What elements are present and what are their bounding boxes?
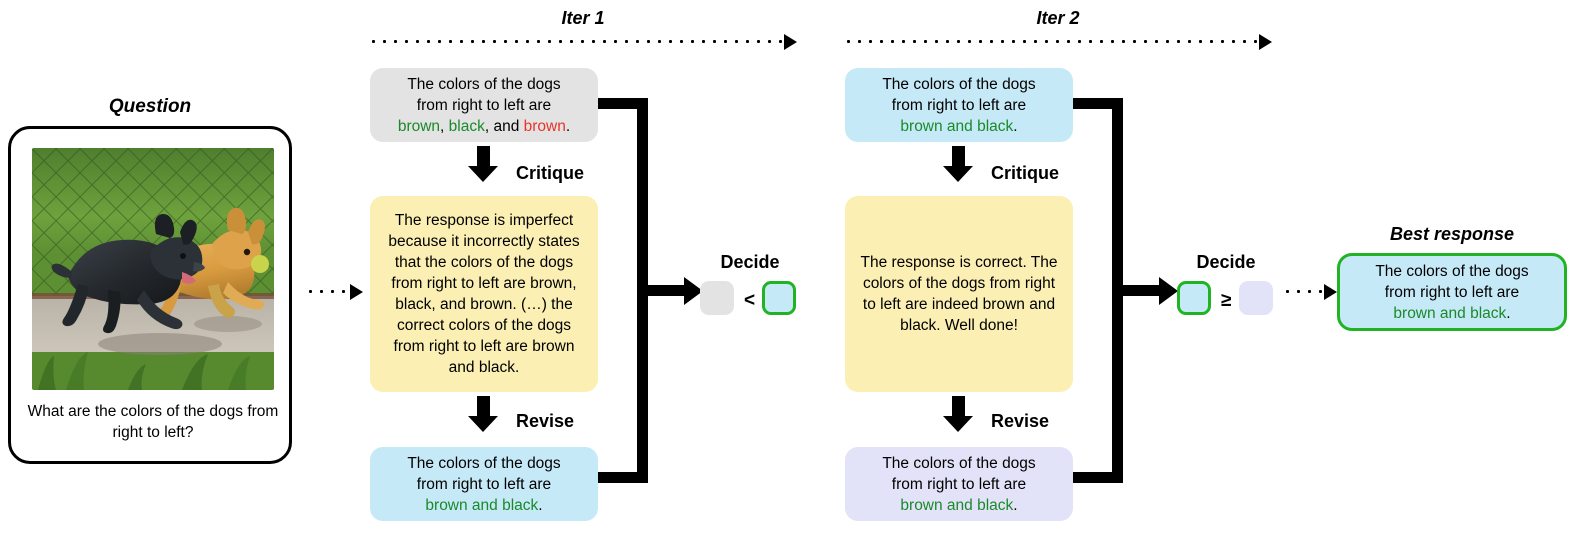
iter-1-decide-operator: <: [744, 290, 756, 311]
decide-to-best-arrow: [1282, 284, 1337, 300]
response-line-2: from right to left are: [891, 96, 1027, 114]
iter-1-initial-response: The colors of the dogs from right to lef…: [370, 68, 598, 142]
iter-2-label: Iter 2: [1036, 8, 1080, 28]
revision-line-1: The colors of the dogs: [882, 454, 1036, 472]
iter-1-decide-label: Decide: [720, 252, 780, 272]
question-card: What are the colors of the dogs from rig…: [8, 126, 292, 464]
dotted-rail: [843, 40, 1257, 43]
iter-2-decide-left-chip: [1177, 281, 1211, 315]
response-token-period: .: [565, 117, 571, 135]
arrowhead-icon: [468, 416, 498, 432]
revision-token-period: .: [1013, 496, 1018, 514]
revision-token-answer: brown and black: [900, 496, 1014, 514]
dogs-running-photo: [32, 148, 274, 390]
best-line-2: from right to left are: [1384, 283, 1520, 301]
bracket-out-shaft: [648, 285, 686, 296]
best-line-1: The colors of the dogs: [1375, 262, 1529, 280]
response-token-sep-2: , and: [484, 117, 524, 135]
iter-2-critique-label: Critique: [991, 163, 1060, 183]
response-token-answer: brown and black: [900, 117, 1014, 135]
revision-token-answer: brown and black: [425, 496, 539, 514]
best-response-title: Best response: [1389, 224, 1515, 244]
iter-1-label: Iter 1: [561, 8, 605, 28]
response-line-1: The colors of the dogs: [407, 75, 561, 93]
dotted-rail: [368, 40, 782, 43]
arrowhead-icon: [468, 166, 498, 182]
response-line-2: from right to left are: [416, 96, 552, 114]
iter-2-initial-response: The colors of the dogs from right to lef…: [845, 68, 1073, 142]
dotted-line: [1282, 290, 1327, 293]
arrow-shaft: [477, 146, 490, 168]
response-token-brown-1: brown: [397, 117, 441, 135]
iter-2-critique-bubble: The response is correct. The colors of t…: [845, 196, 1073, 392]
iter-2-revised-response: The colors of the dogs from right to lef…: [845, 447, 1073, 521]
iter-1-revised-response: The colors of the dogs from right to lef…: [370, 447, 598, 521]
bracket-spine: [1112, 98, 1123, 483]
iter-2-decide-right-chip: [1239, 281, 1273, 315]
revision-line-2: from right to left are: [891, 475, 1027, 493]
response-token-brown-2: brown: [523, 117, 566, 135]
revision-token-period: .: [538, 496, 543, 514]
response-token-black: black: [448, 117, 485, 135]
iter-1-rail: [368, 34, 797, 50]
arrowhead-icon: [943, 416, 973, 432]
arrowhead-icon: [1324, 284, 1337, 300]
bracket-bottom-arm: [598, 472, 648, 483]
question-image: [32, 148, 274, 390]
arrowhead-icon: [1259, 34, 1272, 50]
best-token-answer: brown and black: [1393, 304, 1507, 322]
bracket-top-arm: [1073, 98, 1123, 109]
bracket-spine: [637, 98, 648, 483]
arrowhead-icon: [350, 284, 363, 300]
iter-1-revise-label: Revise: [516, 411, 575, 431]
iter-1-critique-bubble: The response is imperfect because it inc…: [370, 196, 598, 392]
arrow-shaft: [952, 396, 965, 418]
bracket-bottom-arm: [1073, 472, 1123, 483]
question-text: What are the colors of the dogs from rig…: [27, 403, 279, 441]
iter-2-rail: [843, 34, 1272, 50]
arrowhead-icon: [784, 34, 797, 50]
arrowhead-icon: [943, 166, 973, 182]
question-to-iter1-arrow: [305, 284, 363, 300]
dotted-line: [305, 290, 353, 293]
revision-line-1: The colors of the dogs: [407, 454, 561, 472]
arrowhead-icon: [684, 277, 703, 305]
response-token-sep-1: ,: [440, 117, 449, 135]
iter-1-critique-label: Critique: [516, 163, 585, 183]
question-title: Question: [108, 96, 192, 117]
iter-1-decide-right-chip: [762, 281, 796, 315]
arrowhead-icon: [1159, 277, 1178, 305]
revision-line-2: from right to left are: [416, 475, 552, 493]
iter-1-decide-left-chip: [700, 281, 734, 315]
arrow-shaft: [952, 146, 965, 168]
iter-2-decide-operator: ≥: [1221, 290, 1232, 311]
response-line-1: The colors of the dogs: [882, 75, 1036, 93]
bracket-out-shaft: [1123, 285, 1161, 296]
iter-2-revise-label: Revise: [991, 411, 1050, 431]
best-token-period: .: [1506, 304, 1511, 322]
response-token-period: .: [1013, 117, 1018, 135]
arrow-shaft: [477, 396, 490, 418]
bracket-top-arm: [598, 98, 648, 109]
best-response-bubble: The colors of the dogs from right to lef…: [1337, 253, 1567, 331]
iter-2-decide-label: Decide: [1196, 252, 1256, 272]
